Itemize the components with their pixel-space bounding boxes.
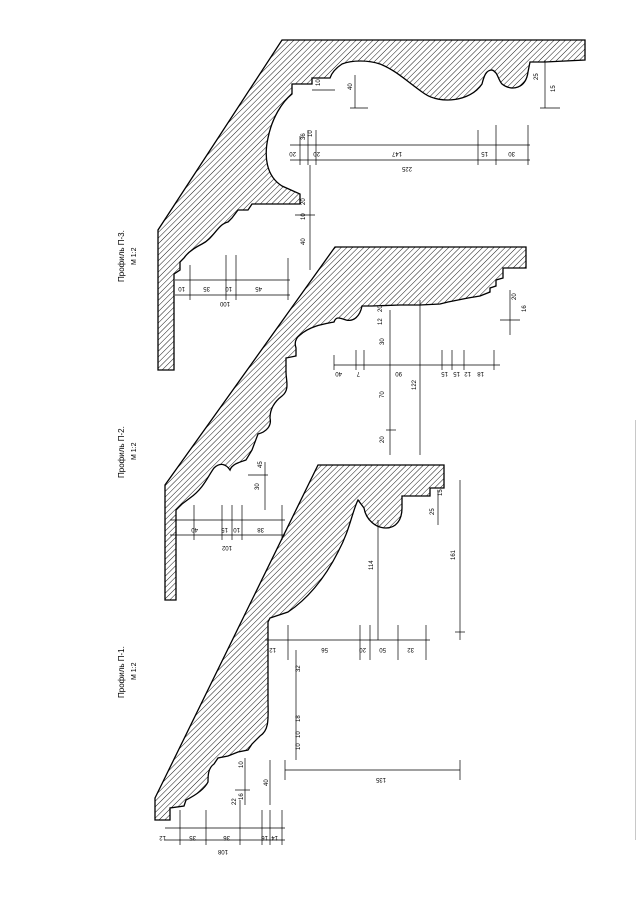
dim-label: 40 xyxy=(264,779,270,786)
dim-label: 18 xyxy=(477,370,484,376)
dim-label: 122 xyxy=(412,379,418,390)
dim-label: 25 xyxy=(534,73,540,80)
dim-label: 20 xyxy=(378,305,384,312)
dim-label: 18 xyxy=(296,715,302,722)
dim-label: 36 xyxy=(223,834,230,840)
dim-label: 14 xyxy=(271,834,278,840)
dim-label: 10 xyxy=(296,731,302,738)
dim-label: 15 xyxy=(441,370,448,376)
dim-label: 30 xyxy=(255,483,261,490)
dim-label: 15 xyxy=(438,489,444,496)
dim-label: 225 xyxy=(401,165,412,171)
dim-label: 15 xyxy=(551,85,557,92)
dim-label: 10 xyxy=(233,526,240,532)
dim-label: 15 xyxy=(221,526,228,532)
profile-p1-scale: М 1:2 xyxy=(131,662,138,680)
dim-label: 35 xyxy=(203,285,210,291)
dim-label: 12 xyxy=(378,318,384,325)
dim-label: 147 xyxy=(391,150,402,156)
profile-p1-caption: Профиль П-1. М 1:2 xyxy=(117,646,138,698)
dim-label: 40 xyxy=(348,83,354,90)
dim-label: 56 xyxy=(321,646,328,652)
dim-label: 16 xyxy=(239,793,245,800)
dim-label: 135 xyxy=(375,776,386,782)
dim-label: 20 xyxy=(301,198,307,205)
dim-label: 25 xyxy=(430,508,436,515)
dim-label: 20 xyxy=(289,150,296,156)
dim-label: 10 xyxy=(239,761,245,768)
profile-p2-scale: М 1:2 xyxy=(131,442,138,460)
dim-label: 45 xyxy=(258,461,264,468)
dim-label: 40 xyxy=(191,526,198,532)
dim-label: 161 xyxy=(451,549,457,560)
profile-p2-dim-lines xyxy=(170,290,520,540)
profile-p2-caption: Профиль П-2. М 1:2 xyxy=(117,426,138,478)
dim-label: 32 xyxy=(296,665,302,672)
dim-label: 22 xyxy=(232,798,238,805)
dim-label: 12 xyxy=(159,834,166,840)
dim-label: 12 xyxy=(269,646,276,652)
dim-label: 45 xyxy=(255,285,262,291)
profile-p3-dims: 100 10 35 45 10 40 20 10 20 225 20 10 36… xyxy=(178,73,557,306)
dim-label: 20 xyxy=(512,293,518,300)
dim-label: 38 xyxy=(257,526,264,532)
profile-p3-scale: М 1:2 xyxy=(131,247,138,265)
scan-edge-line xyxy=(635,420,636,840)
dim-label: 15 xyxy=(481,150,488,156)
dim-label: 10 xyxy=(308,130,314,137)
profile-p1-dims: 108 12 35 36 16 14 16 10 10 18 32 10 12 … xyxy=(159,489,457,854)
dim-label: 10 xyxy=(225,285,232,291)
profile-p2-title: Профиль П-2. xyxy=(117,426,126,478)
profile-p1-hatched-section xyxy=(154,464,445,821)
dim-label: 35 xyxy=(189,834,196,840)
dim-label: 30 xyxy=(380,338,386,345)
dim-label: 114 xyxy=(369,560,375,570)
dim-label: 10 xyxy=(296,743,302,750)
dim-label: 10 xyxy=(316,79,322,86)
profile-p3-hatched-section xyxy=(157,39,586,371)
dim-label: 30 xyxy=(508,150,515,156)
dim-label: 7 xyxy=(356,370,360,376)
dim-label: 108 xyxy=(217,848,228,854)
profile-p3-title: Профиль П-3. xyxy=(117,230,126,282)
dim-label: 15 xyxy=(453,370,460,376)
dim-label: 70 xyxy=(380,391,386,398)
profile-p1: 108 12 35 36 16 14 16 10 10 18 32 10 12 … xyxy=(117,464,465,854)
profile-p2: 102 40 15 10 38 30 45 20 70 12 20 30 40 … xyxy=(117,246,528,601)
dim-label: 50 xyxy=(379,646,386,652)
dim-label: 20 xyxy=(313,150,320,156)
dim-label: 90 xyxy=(395,370,402,376)
profile-p1-title: Профиль П-1. xyxy=(117,646,126,698)
profile-p3: 100 10 35 45 10 40 20 10 20 225 20 10 36… xyxy=(117,39,586,371)
dim-label: 100 xyxy=(219,300,230,306)
profile-p3-caption: Профиль П-3. М 1:2 xyxy=(117,230,138,282)
profile-p2-hatched-section xyxy=(164,246,527,601)
profile-p3-dim-lines xyxy=(175,60,560,300)
dim-label: 36 xyxy=(301,133,307,140)
dim-label: 32 xyxy=(407,646,414,652)
dim-label: 16 xyxy=(261,834,268,840)
dim-label: 40 xyxy=(301,238,307,245)
dim-label: 20 xyxy=(380,436,386,443)
dim-label: 10 xyxy=(178,285,185,291)
dim-label: 12 xyxy=(464,370,471,376)
dim-label: 40 xyxy=(335,370,342,376)
dim-label: 10 xyxy=(301,213,307,220)
dim-label: 20 xyxy=(359,646,366,652)
profile-p2-dims: 102 40 15 10 38 30 45 20 70 12 20 30 40 … xyxy=(191,293,528,550)
dim-label: 102 xyxy=(221,544,232,550)
dim-label: 16 xyxy=(522,305,528,312)
profile-p1-dim-lines xyxy=(165,480,465,845)
